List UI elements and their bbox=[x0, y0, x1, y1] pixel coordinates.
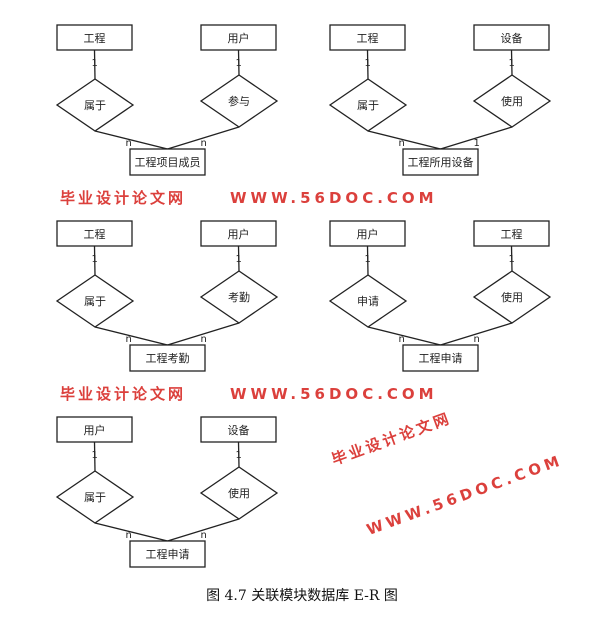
connector-line bbox=[237, 441, 240, 468]
associative-entity-label: 工程考勤 bbox=[146, 352, 190, 365]
entity-label: 设备 bbox=[228, 423, 250, 437]
entity-box bbox=[56, 220, 133, 247]
connector-line bbox=[367, 130, 441, 150]
relationship-diamond bbox=[199, 466, 279, 520]
relationship-label: 属于 bbox=[84, 99, 106, 112]
relationship-label: 使用 bbox=[501, 95, 523, 108]
entity-box bbox=[473, 24, 550, 51]
associative-entity-label: 工程申请 bbox=[419, 352, 463, 365]
cardinality-label: 1 bbox=[365, 254, 371, 265]
associative-entity-box bbox=[129, 148, 206, 176]
cardinality-label: n bbox=[126, 334, 132, 345]
connector-line bbox=[93, 49, 96, 80]
associative-entity-label: 工程项目成员 bbox=[135, 156, 201, 169]
entity-label: 工程 bbox=[357, 32, 379, 45]
cardinality-label: 1 bbox=[236, 450, 242, 461]
relationship-diamond bbox=[472, 270, 552, 324]
relationship-label: 使用 bbox=[501, 291, 523, 304]
connector-line bbox=[93, 245, 96, 276]
relationship-label: 使用 bbox=[228, 487, 250, 500]
connector-line bbox=[237, 49, 240, 76]
relationship-diamond bbox=[199, 74, 279, 128]
connector-line bbox=[94, 130, 168, 150]
relationship-label: 参与 bbox=[228, 94, 250, 108]
connector-line bbox=[93, 441, 96, 472]
entity-label: 用户 bbox=[357, 227, 379, 241]
associative-entity-label: 工程申请 bbox=[146, 548, 190, 561]
connector-line bbox=[367, 326, 441, 346]
relationship-diamond bbox=[55, 274, 135, 328]
cardinality-label: n bbox=[399, 138, 405, 149]
entity-label: 工程 bbox=[84, 32, 106, 45]
cardinality-label: 1 bbox=[92, 450, 98, 461]
cardinality-label: n bbox=[399, 334, 405, 345]
connector-line bbox=[94, 522, 168, 542]
entity-label: 工程 bbox=[84, 228, 106, 241]
watermark-cn: 毕业设计论文网 bbox=[60, 385, 187, 403]
entity-box bbox=[56, 24, 133, 51]
relationship-label: 属于 bbox=[84, 295, 106, 308]
cardinality-label: 1 bbox=[509, 254, 515, 265]
relationship-diamond bbox=[328, 78, 408, 132]
cardinality-label: n bbox=[201, 138, 207, 149]
associative-entity-box bbox=[129, 540, 206, 568]
cardinality-label: n bbox=[126, 530, 132, 541]
entity-label: 用户 bbox=[228, 31, 250, 45]
entity-box bbox=[329, 24, 406, 51]
relationship-diamond bbox=[328, 274, 408, 328]
figure-caption: 图 4.7 关联模块数据库 E-R 图 bbox=[206, 588, 398, 604]
entity-box bbox=[329, 220, 406, 247]
cardinality-label: 1 bbox=[474, 138, 480, 149]
cardinality-label: 1 bbox=[236, 58, 242, 69]
entity-label: 设备 bbox=[501, 31, 523, 45]
associative-entity-box bbox=[402, 344, 479, 372]
entity-label: 用户 bbox=[84, 423, 106, 437]
entity-box bbox=[473, 220, 550, 247]
relationship-diamond bbox=[55, 78, 135, 132]
cardinality-label: n bbox=[126, 138, 132, 149]
connector-line bbox=[366, 49, 369, 80]
entity-box bbox=[200, 416, 277, 443]
watermark-cn: 毕业设计论文网 bbox=[60, 189, 187, 207]
watermark-url: WWW.56DOC.COM bbox=[230, 189, 438, 207]
relationship-diamond bbox=[199, 270, 279, 324]
connector-line bbox=[94, 326, 168, 346]
connector-line bbox=[167, 126, 240, 150]
relationship-label: 申请 bbox=[357, 295, 379, 308]
associative-entity-box bbox=[129, 344, 206, 372]
relationship-label: 属于 bbox=[84, 491, 106, 504]
connector-line bbox=[167, 322, 240, 346]
cardinality-label: 1 bbox=[236, 254, 242, 265]
cardinality-label: 1 bbox=[509, 58, 515, 69]
cardinality-label: 1 bbox=[92, 254, 98, 265]
relationship-diamond bbox=[472, 74, 552, 128]
connector-line bbox=[440, 322, 513, 346]
connector-line bbox=[440, 126, 513, 150]
entity-box bbox=[200, 24, 277, 51]
connector-line bbox=[510, 49, 513, 76]
connector-line bbox=[510, 245, 513, 272]
connector-line bbox=[366, 245, 369, 276]
relationship-label: 考勤 bbox=[228, 291, 250, 304]
relationship-label: 属于 bbox=[357, 99, 379, 112]
cardinality-label: 1 bbox=[365, 58, 371, 69]
connector-line bbox=[167, 518, 240, 542]
associative-entity-label: 工程所用设备 bbox=[408, 155, 474, 169]
entity-label: 用户 bbox=[228, 227, 250, 241]
connector-line bbox=[237, 245, 240, 272]
cardinality-label: n bbox=[201, 334, 207, 345]
watermark-url: WWW.56DOC.COM bbox=[230, 385, 438, 403]
entity-box bbox=[56, 416, 133, 443]
relationship-diamond bbox=[55, 470, 135, 524]
cardinality-label: 1 bbox=[92, 58, 98, 69]
cardinality-label: n bbox=[474, 334, 480, 345]
cardinality-label: n bbox=[201, 530, 207, 541]
associative-entity-box bbox=[402, 148, 479, 176]
entity-box bbox=[200, 220, 277, 247]
entity-label: 工程 bbox=[501, 228, 523, 241]
